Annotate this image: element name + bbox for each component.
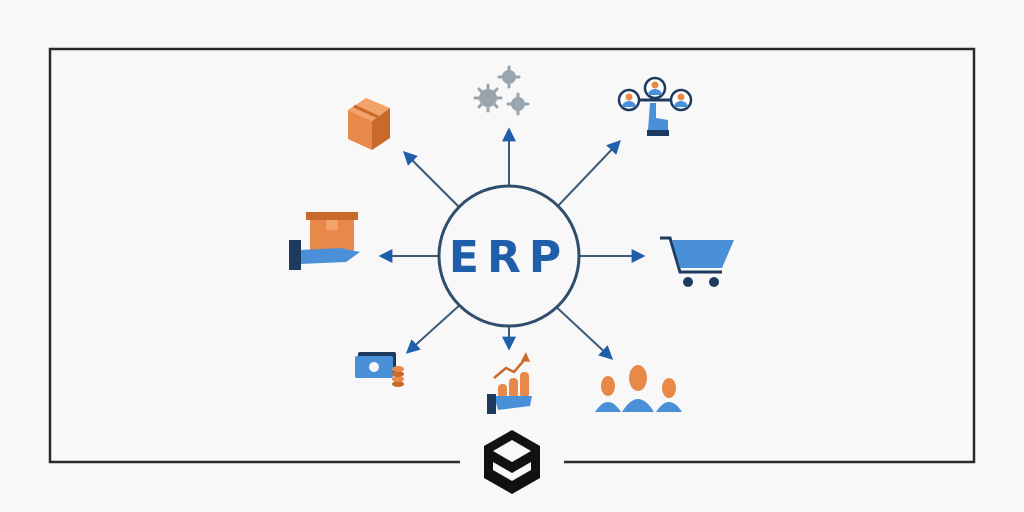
cash-coins-icon (355, 352, 404, 387)
spokes (378, 127, 646, 360)
spoke-finance (405, 302, 463, 354)
spoke-crm (555, 139, 621, 209)
hand-box-icon (289, 212, 360, 270)
spoke-inventory (403, 151, 463, 211)
shopping-cart-icon (660, 236, 734, 287)
gears-icon (473, 65, 530, 116)
people-group-icon (595, 365, 682, 412)
growth-chart-hand-icon (487, 352, 532, 414)
package-box-icon (348, 98, 390, 150)
spoke-workforce (551, 302, 614, 360)
hub-circle (437, 184, 581, 328)
network-people-icon (617, 76, 693, 136)
hub-label: ERP (449, 232, 569, 283)
erp-hub: ERP (437, 184, 581, 328)
hexagon-logo-icon (484, 430, 540, 494)
frame-border (48, 47, 976, 464)
